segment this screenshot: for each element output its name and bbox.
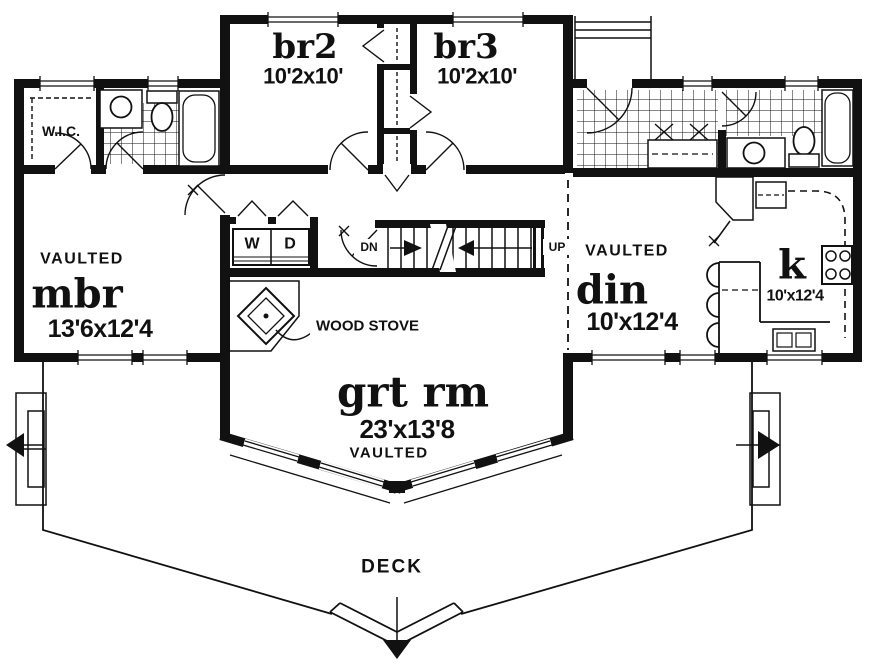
room-label-din: din: [576, 267, 648, 314]
sink: [726, 137, 786, 169]
ceiling-label-mbr: VAULTED: [40, 251, 124, 268]
room-dims-br3: 10'2x10': [437, 64, 517, 89]
appliance-box: [755, 181, 787, 209]
bathtub: [178, 90, 220, 167]
deck: [42, 362, 753, 659]
deck-stairs-right: [736, 392, 781, 506]
bar-counter: [706, 261, 830, 353]
bathtub: [821, 89, 854, 167]
toilet: [788, 126, 820, 168]
room-dims-great-room: 23'x13'8: [359, 414, 454, 444]
laundry-closet: W D: [232, 228, 310, 266]
deck-arrow-left: [6, 433, 24, 457]
room-label-mbr: mbr: [31, 271, 123, 318]
deck-stairs-left: [6, 392, 47, 506]
vanity-counter: [647, 123, 718, 169]
stove: [821, 245, 853, 285]
entry-steps: [574, 16, 652, 79]
kitchen-fixtures: [706, 176, 853, 353]
room-dims-mbr: 13'6x12'4: [48, 315, 153, 343]
corner-pantry: [708, 176, 754, 247]
ceiling-label-din: VAULTED: [585, 243, 669, 260]
deck-arrow-down: [383, 640, 411, 659]
stairs-down-label: DN: [360, 240, 377, 254]
stair-arrow-left: [458, 240, 474, 256]
deck-arrow-right: [758, 431, 780, 459]
room-dims-din: 10'x12'4: [586, 308, 678, 336]
ceiling-label-great-room: VAULTED: [349, 445, 428, 462]
labels: W.I.C. br2 10'2x10' br3 10'2x10' VAULTED…: [31, 27, 824, 578]
stairs-up-label: UP: [549, 240, 566, 254]
bar-stools: [706, 262, 720, 348]
upper-cabinets-dashed: [788, 190, 846, 338]
staircase: DN UP: [354, 224, 570, 272]
washer-label: W: [244, 236, 260, 253]
dryer-label: D: [284, 236, 296, 253]
door-openings: [55, 28, 632, 224]
bathroom-1: [99, 89, 220, 167]
stair-arrow-right: [404, 240, 422, 256]
toilet: [146, 90, 178, 132]
room-label-br3: br3: [433, 27, 498, 67]
room-label-kitchen: k: [778, 242, 807, 289]
bathroom-2: [647, 89, 854, 169]
wood-stove: [228, 280, 317, 352]
wood-stove-label: WOOD STOVE: [316, 318, 419, 335]
room-label-wic: W.I.C.: [42, 123, 80, 139]
deck-label: DECK: [361, 557, 423, 578]
room-label-br2: br2: [272, 27, 337, 67]
angled-wall-vertex: [389, 481, 405, 493]
doors: [30, 28, 757, 267]
sink: [99, 89, 143, 129]
room-dims-kitchen: 10'x12'4: [767, 288, 825, 305]
room-dims-br2: 10'2x10': [263, 64, 343, 89]
room-label-great-room: grt rm: [337, 368, 489, 417]
kitchen-sink: [772, 328, 816, 352]
windows: [39, 12, 823, 504]
